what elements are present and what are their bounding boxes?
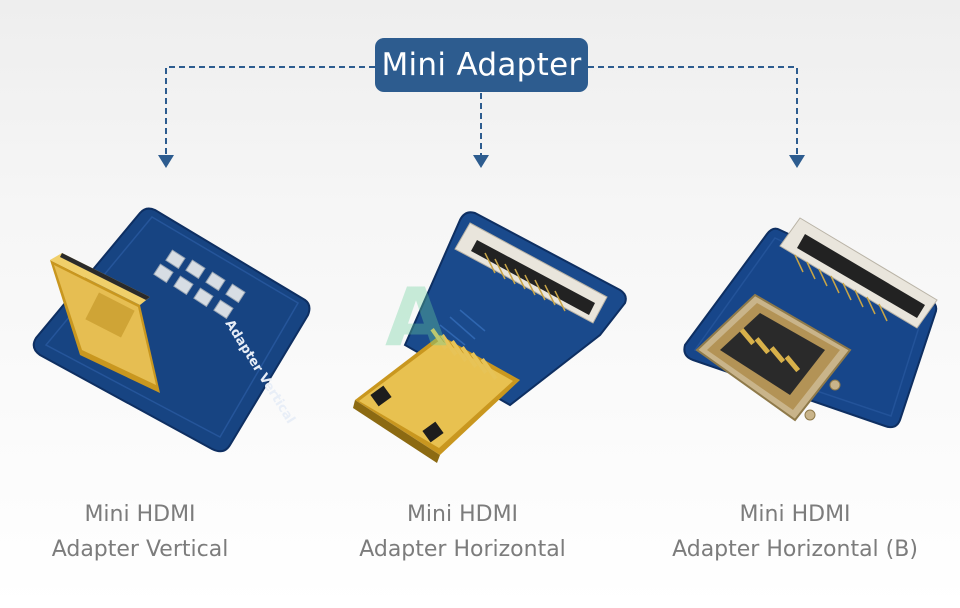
down-arrow-icon <box>473 155 489 168</box>
svg-text:A: A <box>385 271 447 364</box>
product-image-horizontal-b <box>683 217 938 429</box>
connector-arrows <box>158 66 805 168</box>
caption-horizontal-b: Mini HDMI Adapter Horizontal (B) <box>660 497 930 567</box>
caption-line-1: Mini HDMI <box>739 502 851 527</box>
caption-line-2: Adapter Vertical <box>51 537 229 562</box>
title-badge: Mini Adapter <box>375 38 588 92</box>
caption-vertical: Mini HDMI Adapter Vertical <box>40 497 240 567</box>
product-image-vertical: Adapter Vertical <box>32 207 311 453</box>
right-connector-line <box>588 66 798 155</box>
caption-horizontal: Mini HDMI Adapter Horizontal <box>345 497 580 567</box>
product-image-horizontal: A <box>353 211 627 463</box>
caption-line-2: Adapter Horizontal <box>359 537 566 562</box>
caption-line-1: Mini HDMI <box>84 502 196 527</box>
down-arrow-icon <box>158 155 174 168</box>
down-arrow-icon <box>789 155 805 168</box>
caption-line-2: Adapter Horizontal (B) <box>672 537 918 562</box>
caption-line-1: Mini HDMI <box>406 502 519 527</box>
left-connector-line <box>165 66 375 155</box>
